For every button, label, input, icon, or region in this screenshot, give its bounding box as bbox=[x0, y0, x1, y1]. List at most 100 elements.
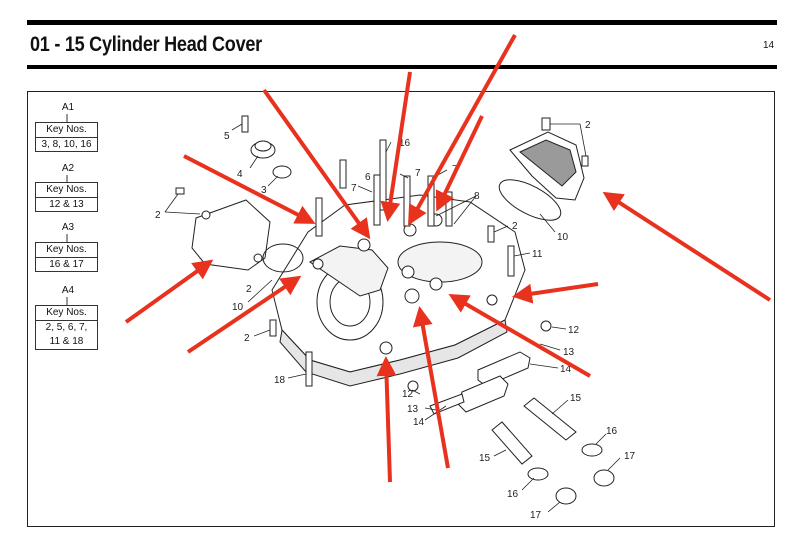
filler-cap-top bbox=[254, 140, 272, 152]
left-side-cover bbox=[191, 199, 271, 271]
header-rule-top bbox=[27, 20, 777, 25]
callout-label: 14 bbox=[560, 364, 572, 375]
callout-label: 11 bbox=[532, 249, 543, 260]
nut-12 bbox=[540, 320, 552, 332]
callout-label: 10 bbox=[557, 232, 569, 243]
key-box-line: 2, 5, 6, 7, bbox=[45, 322, 88, 333]
bolt-hole bbox=[357, 238, 371, 252]
stud bbox=[403, 175, 411, 227]
bolt-hole bbox=[312, 258, 324, 270]
key-group-id-a2: A2 bbox=[61, 163, 75, 174]
key-box-a1: Key Nos. 3, 8, 10, 16 bbox=[35, 122, 98, 152]
key-group-id-a3: A3 bbox=[61, 222, 75, 233]
callout-label: 16 bbox=[399, 138, 411, 149]
red-arrow bbox=[183, 154, 316, 224]
right-top-cover-shade bbox=[519, 139, 577, 187]
bolt-hole bbox=[404, 288, 420, 304]
callout-label: 13 bbox=[563, 347, 575, 358]
stud-6 bbox=[379, 139, 387, 211]
stud bbox=[373, 174, 381, 226]
key-box-line: 3, 8, 10, 16 bbox=[41, 139, 92, 150]
key-box-header: Key Nos. bbox=[36, 183, 97, 198]
cover-screw bbox=[201, 210, 211, 220]
cover-boss bbox=[309, 245, 389, 297]
o-ring-10-left bbox=[262, 243, 304, 273]
key-group-id-a4: A4 bbox=[61, 285, 75, 296]
callout-label: 2 bbox=[246, 284, 252, 295]
callout-label: 4 bbox=[237, 169, 243, 180]
callout-label: 12 bbox=[568, 325, 580, 336]
stud bbox=[339, 159, 347, 189]
callout-label: 12 bbox=[402, 389, 414, 400]
seal-3 bbox=[272, 165, 292, 179]
callout-label: 10 bbox=[232, 302, 244, 313]
bolt-hole bbox=[429, 277, 443, 291]
callout-labels: 5 4 3 2 16 6 7 7 7 8 2 11 10 2 10 2 12 1… bbox=[155, 120, 636, 521]
key-box-a4: Key Nos. 2, 5, 6, 7, 11 & 18 bbox=[35, 305, 98, 350]
callout-label: 2 bbox=[155, 210, 161, 221]
cap-17-lower bbox=[555, 487, 577, 505]
red-arrow bbox=[262, 88, 371, 240]
key-box-a3: Key Nos. 16 & 17 bbox=[35, 242, 98, 272]
key-box-a2: Key Nos. 12 & 13 bbox=[35, 182, 98, 212]
red-arrow bbox=[124, 259, 214, 324]
red-arrow bbox=[448, 293, 592, 378]
callout-label: 16 bbox=[507, 489, 519, 500]
callout-label: 16 bbox=[606, 426, 618, 437]
bolt-11 bbox=[507, 245, 515, 277]
callout-label: 17 bbox=[624, 451, 636, 462]
push-tube-15 bbox=[523, 397, 577, 441]
callout-label: 17 bbox=[530, 510, 542, 521]
key-box-line: 12 & 13 bbox=[49, 199, 84, 210]
bolt-18 bbox=[305, 351, 313, 387]
callout-label: 6 bbox=[365, 172, 371, 183]
red-arrow bbox=[512, 282, 599, 304]
page-title: 01 - 15 Cylinder Head Cover bbox=[30, 33, 262, 56]
push-tube-15-lower bbox=[491, 421, 533, 465]
o-ring-10-right bbox=[498, 179, 562, 221]
callout-label: 18 bbox=[274, 375, 286, 386]
key-box-header: Key Nos. bbox=[36, 123, 97, 138]
callout-label: 8 bbox=[474, 191, 480, 202]
stud bbox=[445, 191, 453, 227]
bolt-2 bbox=[487, 225, 495, 243]
nut-12-lower bbox=[407, 380, 419, 392]
bolt-2-lower bbox=[269, 319, 277, 337]
red-arrow bbox=[435, 115, 484, 212]
red-arrow bbox=[376, 356, 397, 483]
seal-16 bbox=[581, 443, 603, 457]
stud bbox=[315, 197, 323, 237]
bolt-5 bbox=[241, 115, 249, 133]
rocker-arm-14 bbox=[477, 351, 531, 387]
key-group-id-a1: A1 bbox=[61, 102, 75, 113]
key-box-header: Key Nos. bbox=[36, 306, 97, 321]
red-arrow bbox=[186, 275, 302, 354]
red-arrow bbox=[380, 71, 412, 222]
bolt-hole bbox=[401, 265, 415, 279]
cover-screw bbox=[253, 253, 263, 263]
callout-label: 2 bbox=[244, 333, 250, 344]
bolt-2-left bbox=[175, 187, 185, 195]
callout-label: 13 bbox=[407, 404, 419, 415]
red-arrow bbox=[602, 191, 772, 302]
callout-label: 2 bbox=[585, 120, 591, 131]
header-rule-bottom bbox=[27, 65, 777, 69]
callout-label: 15 bbox=[570, 393, 582, 404]
callout-label: 7 bbox=[415, 168, 421, 179]
bolt-2-right bbox=[541, 117, 551, 131]
page-number: 14 bbox=[763, 40, 775, 51]
callout-label: 2 bbox=[512, 221, 518, 232]
bolt-hole bbox=[379, 341, 393, 355]
callout-label: 15 bbox=[479, 453, 491, 464]
callout-label: 7 bbox=[351, 183, 357, 194]
leader-lines bbox=[164, 123, 621, 513]
callout-label: 3 bbox=[261, 185, 267, 196]
key-box-header: Key Nos. bbox=[36, 243, 97, 258]
red-arrow bbox=[412, 306, 450, 469]
annotation-arrows bbox=[124, 34, 772, 483]
callout-label: 14 bbox=[413, 417, 425, 428]
bolt-hole bbox=[486, 294, 498, 306]
callout-label: 5 bbox=[224, 131, 230, 142]
